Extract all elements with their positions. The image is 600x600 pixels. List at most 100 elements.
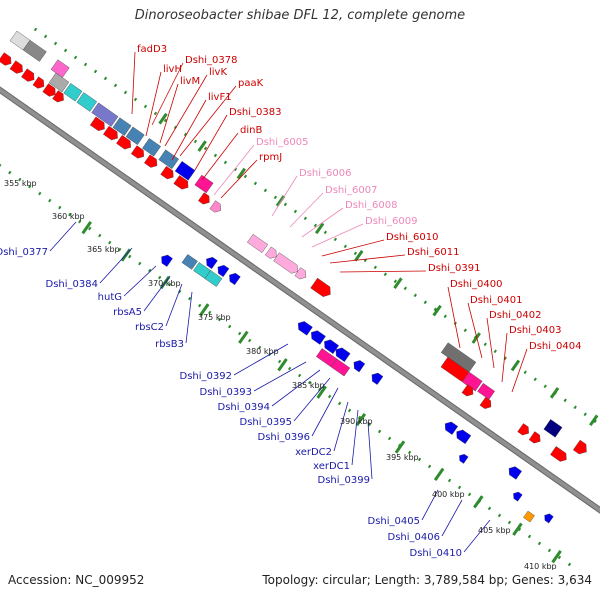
outer-tick-mark (213, 153, 218, 158)
gene-feature (294, 267, 307, 280)
inner-tick-mark (287, 366, 292, 371)
gene-label-forward: Dshi_6008 (345, 200, 397, 211)
label-leader (447, 286, 461, 349)
gene-feature (89, 116, 105, 132)
gene-feature (273, 252, 298, 274)
gene-feature (508, 466, 522, 480)
kbp-tick-label: 375 kbp (198, 313, 231, 322)
outer-tick-mark (183, 132, 188, 137)
outer-tick-mark (243, 174, 248, 179)
gene-label-forward: paaK (238, 78, 264, 89)
gene-feature (76, 92, 98, 112)
major-tick-mark (236, 167, 247, 180)
gene-label-forward: Dshi_6010 (386, 232, 438, 243)
outer-tick-mark (483, 342, 487, 347)
gene-label-reverse: Dshi_0399 (318, 475, 370, 486)
gene-feature (477, 382, 495, 400)
outer-tick-mark (103, 76, 108, 81)
inner-tick-mark (537, 541, 542, 546)
inner-tick-mark (467, 492, 472, 497)
gene-feature (371, 372, 384, 385)
kbp-tick-label: 385 kbp (292, 381, 325, 390)
outer-tick-mark (343, 244, 348, 249)
inner-tick-mark (327, 394, 332, 399)
gene-feature (160, 165, 174, 180)
kbp-tick-label: 370 kbp (148, 279, 181, 288)
gene-feature (544, 513, 554, 524)
gene-feature (209, 200, 222, 213)
label-leader (220, 159, 258, 199)
label-leader (143, 275, 171, 312)
gene-feature (144, 154, 158, 168)
inner-tick-mark (138, 261, 142, 266)
gene-label-forward: Dshi_0400 (450, 279, 502, 290)
gene-label-forward: Dshi_0391 (428, 263, 480, 274)
gene-label-reverse: Dshi_0410 (410, 548, 462, 559)
gene-feature (116, 134, 131, 150)
outer-tick-mark (573, 405, 577, 410)
label-leader (293, 377, 331, 422)
outer-tick-mark (43, 34, 48, 39)
major-tick-mark (433, 467, 445, 481)
gene-feature (194, 174, 214, 194)
inner-tick-mark (78, 219, 82, 224)
gene-feature (48, 72, 70, 93)
gene-label-reverse: Dshi_0406 (388, 532, 440, 543)
gene-feature (265, 246, 277, 259)
inner-tick-mark (158, 275, 162, 280)
inner-tick-mark (237, 331, 242, 336)
inner-tick-mark (198, 303, 202, 308)
label-leader (501, 332, 508, 383)
inner-tick-mark (118, 247, 122, 252)
label-leader (194, 114, 228, 171)
gene-label-forward: livK (209, 67, 227, 78)
gene-feature (9, 60, 23, 74)
major-tick-mark (158, 112, 168, 125)
inner-tick-mark (527, 534, 532, 539)
outer-tick-mark (463, 328, 467, 333)
label-leader (301, 207, 344, 238)
major-tick-mark (473, 495, 484, 509)
gene-label-forward: rpmJ (259, 152, 282, 163)
label-leader (339, 270, 427, 273)
inner-tick-mark (357, 415, 362, 420)
major-tick-mark (354, 250, 364, 262)
inner-tick-mark (417, 457, 422, 462)
gene-label-forward: Dshi_6005 (256, 137, 308, 148)
gene-label-reverse: Dshi_0384 (46, 279, 98, 290)
gene-feature (247, 233, 269, 253)
gene-feature (217, 264, 230, 278)
kbp-tick-label: 405 kbp (478, 526, 511, 535)
outer-tick-mark (563, 398, 567, 403)
outer-tick-mark (223, 160, 228, 165)
label-leader (145, 71, 162, 137)
gene-label-forward: Dshi_0404 (529, 341, 581, 352)
inner-tick-mark (347, 408, 352, 413)
gene-feature (142, 138, 161, 157)
inner-tick-mark (128, 254, 132, 259)
gene-feature (63, 83, 83, 102)
gene-feature (297, 321, 313, 336)
inner-tick-mark (377, 429, 382, 434)
major-tick-mark (198, 303, 210, 317)
outer-tick-mark (153, 111, 158, 116)
outer-tick-mark (263, 188, 268, 193)
outer-tick-mark (143, 104, 148, 109)
inner-tick-mark (457, 485, 462, 490)
outer-tick-mark (273, 195, 278, 200)
inner-tick-mark (317, 387, 322, 392)
gene-feature (572, 439, 587, 455)
gene-label-reverse: rbsC2 (135, 322, 164, 333)
backbone-line (0, 87, 600, 513)
gene-label-reverse: Dshi_0395 (240, 417, 292, 428)
inner-tick-mark (68, 212, 72, 217)
gene-label-forward: fadD3 (137, 44, 167, 55)
gene-feature (50, 59, 70, 78)
label-leader (511, 348, 528, 393)
gene-feature (125, 126, 145, 145)
inner-tick-mark (28, 184, 32, 189)
gene-label-forward: livF1 (208, 92, 232, 103)
gene-feature (459, 453, 469, 464)
kbp-tick-label: 365 kbp (87, 245, 120, 254)
